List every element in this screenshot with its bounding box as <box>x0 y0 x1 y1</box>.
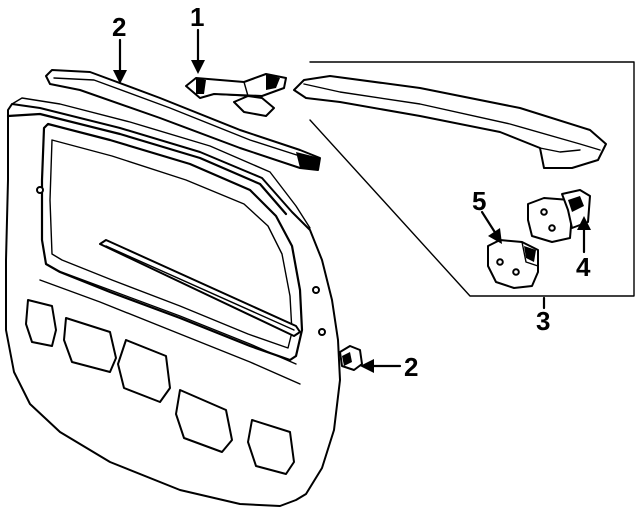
hinge-bracket-part <box>185 73 287 117</box>
spoiler-part <box>293 75 607 169</box>
weatherstrip-inner <box>99 239 301 337</box>
spoiler-inset-box <box>309 61 635 297</box>
callout-1: 1 <box>190 2 204 32</box>
seal-end-part <box>339 345 363 371</box>
callout-2-right: 2 <box>404 352 418 382</box>
liftgate-panel <box>5 97 341 507</box>
callout-4: 4 <box>576 252 591 282</box>
hinge-half-part-4 <box>527 189 591 243</box>
callout-2-top: 2 <box>112 12 126 42</box>
callout-5: 5 <box>472 186 486 216</box>
callout-3: 3 <box>536 306 550 336</box>
hinge-half-part-5 <box>487 239 539 289</box>
upper-molding-part <box>45 69 321 171</box>
leader-lines <box>113 28 591 373</box>
